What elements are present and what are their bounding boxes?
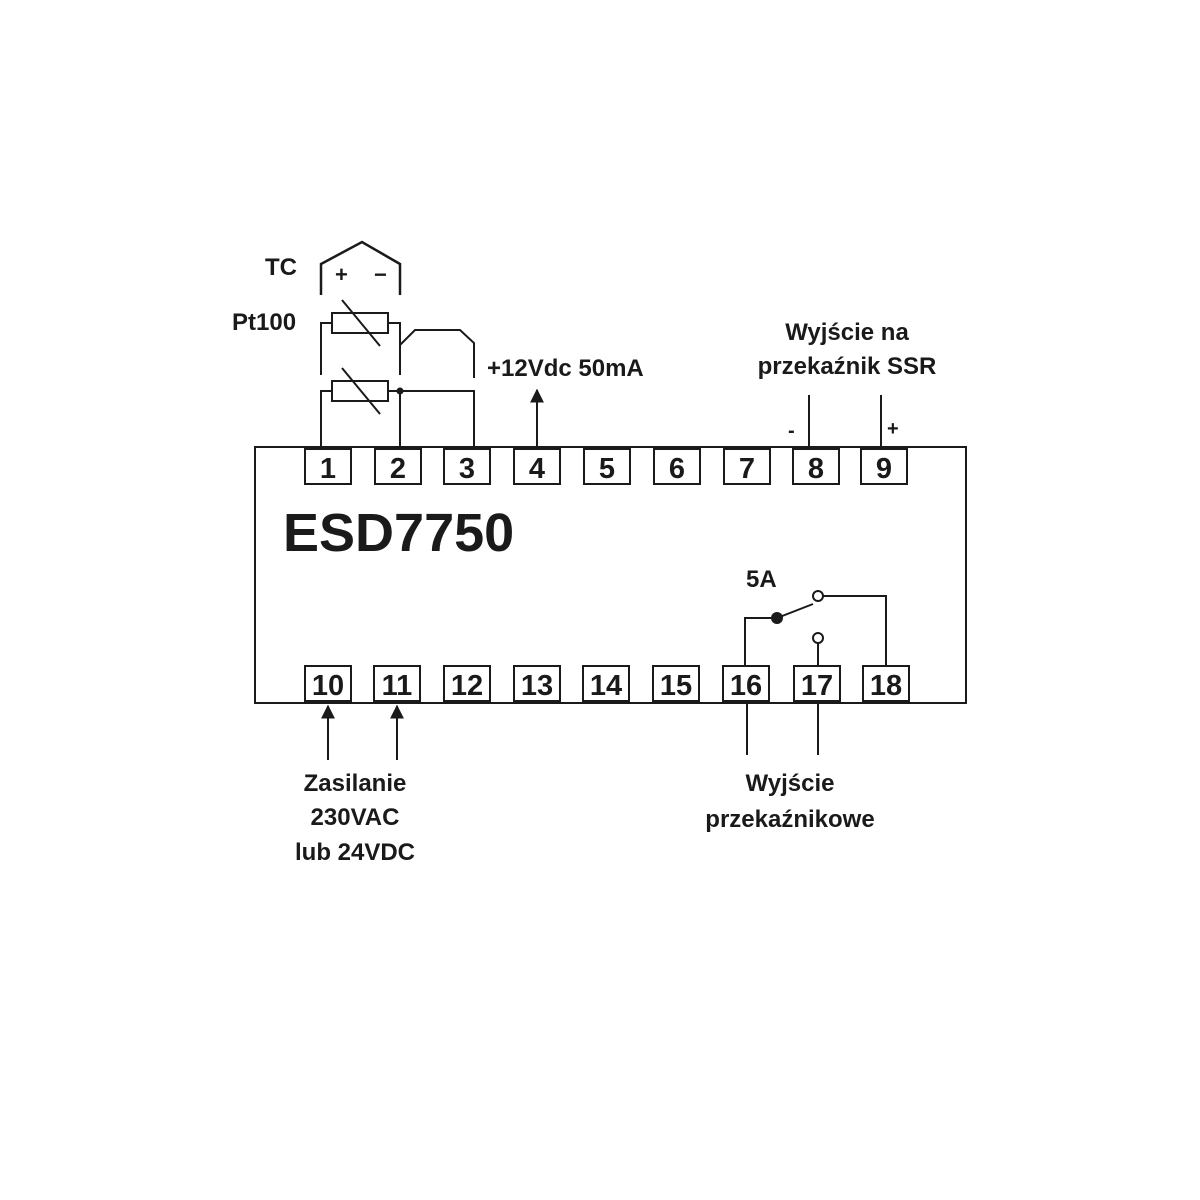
terminal-box	[373, 665, 421, 702]
pt100-3wire-resistor	[320, 367, 475, 449]
terminal-number: 14	[590, 670, 622, 702]
terminal-9: 9	[860, 448, 908, 485]
terminal-2: 2	[374, 448, 422, 485]
terminal-10: 10	[304, 665, 352, 702]
terminal-7: 7	[723, 448, 771, 485]
tc-minus-label: −	[374, 262, 387, 287]
terminal-17: 17	[793, 665, 841, 702]
terminal-box	[582, 665, 630, 702]
terminal-18: 18	[862, 665, 910, 702]
terminal-box	[304, 448, 352, 485]
terminal-4: 4	[513, 448, 561, 485]
bottom-terminal-row: 10 11 12 13 14 15 16 17 18	[304, 665, 910, 702]
terminal-number: 16	[730, 670, 762, 702]
terminal-box	[304, 665, 352, 702]
terminal-box	[513, 448, 561, 485]
terminal-6: 6	[653, 448, 701, 485]
terminal-15: 15	[652, 665, 700, 702]
terminal-11: 11	[373, 665, 421, 702]
terminal-8: 8	[792, 448, 840, 485]
power-label-line1: Zasilanie	[304, 770, 407, 797]
terminal-number: 18	[870, 670, 902, 702]
relay-contact-symbol	[744, 590, 887, 666]
terminal-number: 1	[320, 453, 336, 485]
terminal-box	[792, 448, 840, 485]
device-model: ESD7750	[283, 503, 514, 563]
tc-plus-label: +	[335, 262, 348, 287]
ssr-minus-label: -	[788, 420, 795, 442]
terminal-number: 10	[312, 670, 344, 702]
relay-rating-label: 5A	[746, 566, 777, 593]
terminal-box	[793, 665, 841, 702]
terminal-box	[652, 665, 700, 702]
terminal-number: 13	[521, 670, 553, 702]
terminal-number: 7	[739, 453, 755, 485]
power-label-line3: lub 24VDC	[295, 839, 415, 866]
terminal-box	[653, 448, 701, 485]
terminal-16: 16	[722, 665, 770, 702]
terminal-number: 15	[660, 670, 692, 702]
terminal-13: 13	[513, 665, 561, 702]
terminal-3: 3	[443, 448, 491, 485]
pt100-label: Pt100	[232, 309, 296, 336]
ssr-label-line1: Wyjście na	[785, 319, 909, 346]
supply-output-label: +12Vdc 50mA	[487, 355, 644, 382]
pt100-2wire-resistor	[320, 299, 475, 378]
terminal-box	[862, 665, 910, 702]
ssr-label-line2: przekaźnik SSR	[758, 353, 937, 380]
thermocouple-symbol	[319, 240, 402, 295]
terminal-number: 5	[599, 453, 615, 485]
terminal-number: 8	[808, 453, 824, 485]
ssr-plus-label: +	[887, 418, 899, 440]
top-terminal-row: 1 2 3 4 5 6 7 8 9	[304, 448, 908, 485]
terminal-number: 17	[801, 670, 833, 702]
terminal-5: 5	[583, 448, 631, 485]
terminal-number: 6	[669, 453, 685, 485]
terminal-14: 14	[582, 665, 630, 702]
terminal-1: 1	[304, 448, 352, 485]
terminal-box	[374, 448, 422, 485]
terminal-number: 12	[451, 670, 483, 702]
terminal-box	[860, 448, 908, 485]
device-body	[254, 446, 967, 704]
terminal-box	[723, 448, 771, 485]
power-label-line2: 230VAC	[311, 804, 400, 831]
terminal-number: 4	[529, 453, 545, 485]
terminal-number: 9	[876, 453, 892, 485]
terminal-box	[513, 665, 561, 702]
tc-label: TC	[265, 254, 297, 281]
terminal-box	[443, 448, 491, 485]
relay-output-line2: przekaźnikowe	[705, 806, 874, 833]
terminal-box	[583, 448, 631, 485]
terminal-number: 2	[390, 453, 406, 485]
terminal-number: 3	[459, 453, 475, 485]
terminal-12: 12	[443, 665, 491, 702]
terminal-box	[443, 665, 491, 702]
terminal-number: 11	[382, 670, 413, 702]
relay-output-line1: Wyjście	[746, 770, 835, 797]
